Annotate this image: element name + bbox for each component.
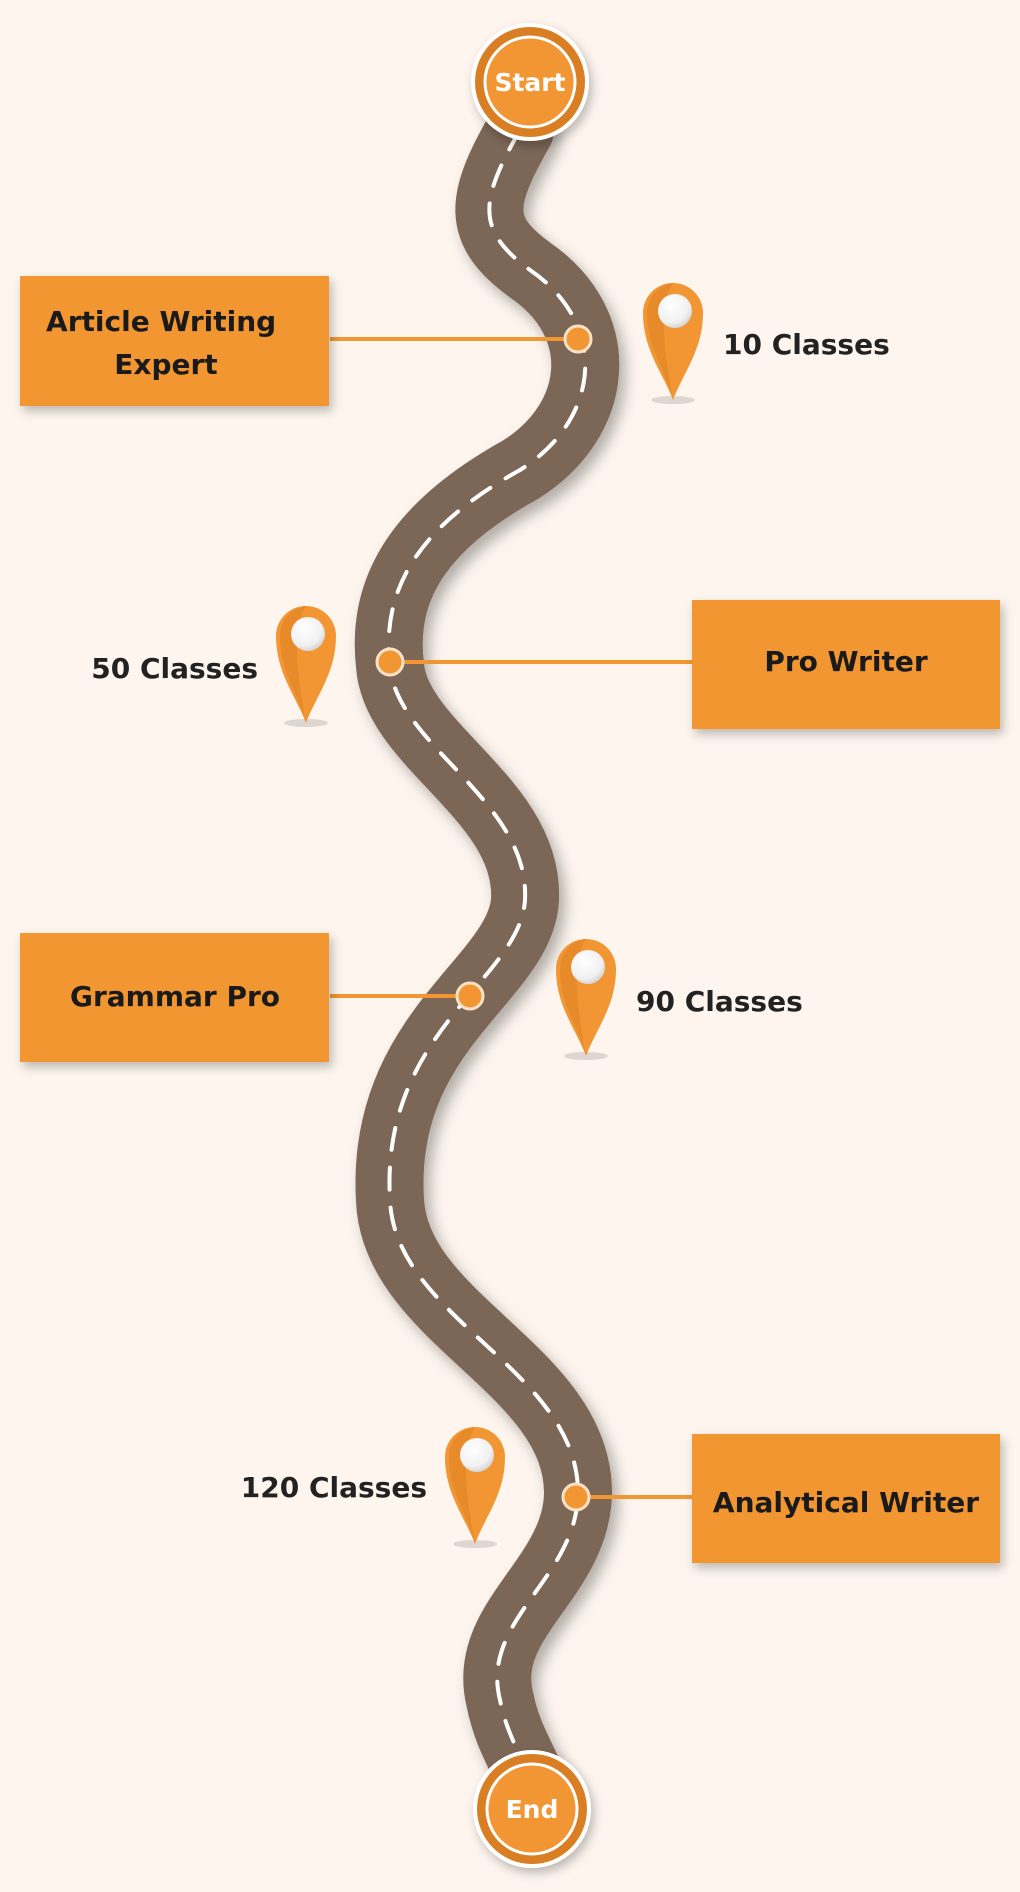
start-label: Start [494,68,565,97]
milestone-title-line: Grammar Pro [70,980,280,1013]
milestone-title-line: Expert [114,348,217,381]
milestone-title-line: Article Writing [46,305,276,338]
class-count-label: 120 Classes [241,1471,427,1504]
location-pin-icon [556,939,616,1060]
milestone-box-3: Grammar Pro [20,933,329,1062]
location-pin-icon [276,606,336,727]
end-label: End [506,1795,559,1824]
milestone-dot [561,1482,591,1512]
location-pin-icon [643,283,703,404]
class-count-label: 10 Classes [723,328,890,361]
road [354,96,620,1824]
svg-text:Article Writing Expert: Article Writing Expert [46,305,286,381]
milestone-dot [455,981,485,1011]
class-count-label: 50 Classes [91,652,258,685]
svg-text:Pro Writer: Pro Writer [764,645,927,678]
svg-text:Analytical Writer: Analytical Writer [713,1486,979,1519]
road-center-dashes [386,128,588,1792]
milestone-title-line: Pro Writer [764,645,927,678]
milestone-dot [563,324,593,354]
milestone-box [692,1434,1000,1563]
milestone-dot [375,647,405,677]
start-node: Start [471,23,589,141]
milestone-box-4: Analytical Writer [692,1434,1000,1563]
milestone-box [692,600,1000,729]
end-node: End [473,1750,591,1868]
milestone-box [20,276,329,406]
milestone-dots [375,324,593,1512]
milestone-box [20,933,329,1062]
milestone-box-1: Article Writing Expert [20,276,329,406]
class-count-label: 90 Classes [636,985,803,1018]
connectors [330,337,692,1499]
milestone-title-line: Analytical Writer [713,1486,979,1519]
svg-text:Grammar Pro: Grammar Pro [70,980,280,1013]
milestone-box-2: Pro Writer [692,600,1000,729]
location-pin-icon [445,1427,505,1548]
